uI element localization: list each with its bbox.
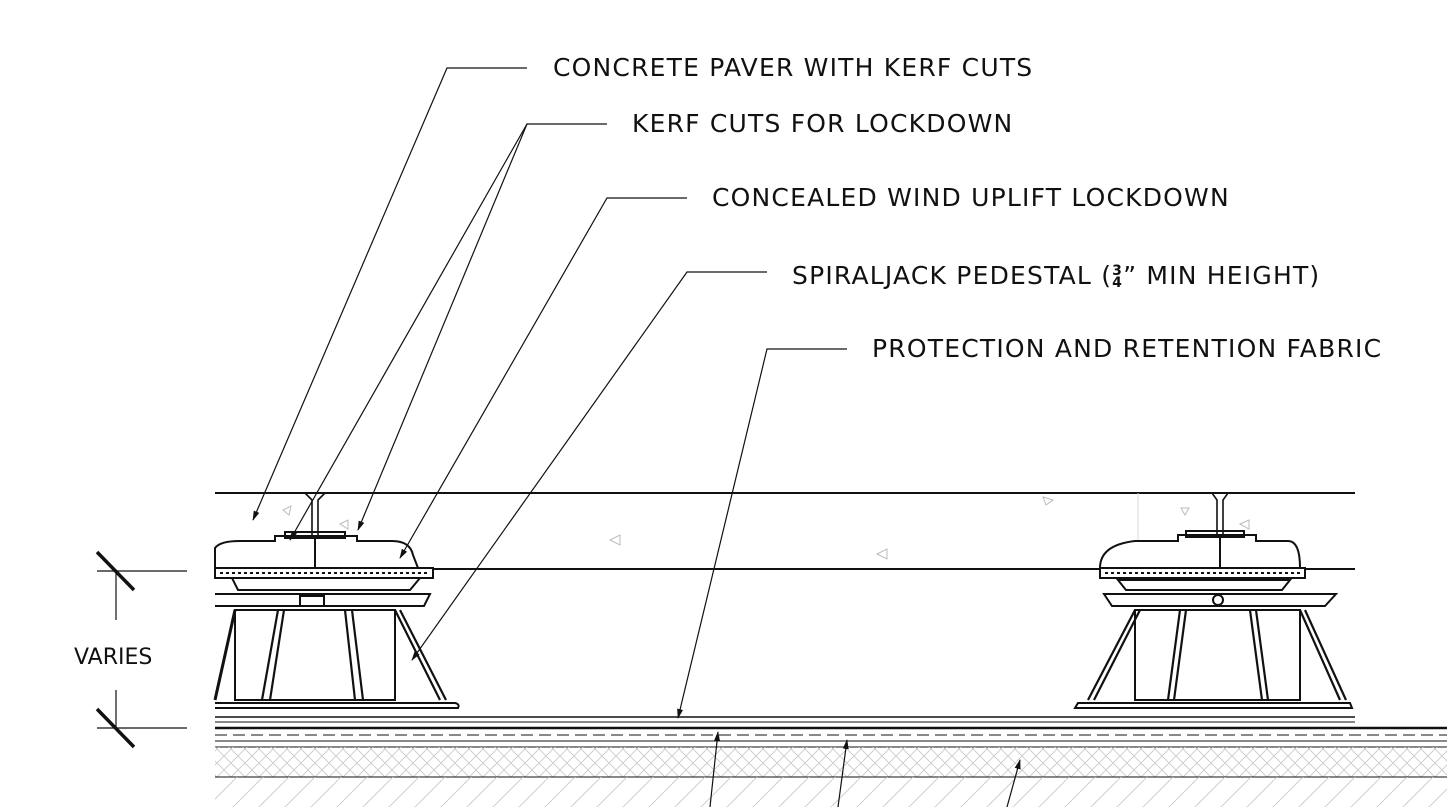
pedestal-text-prefix: SPIRALJACK PEDESTAL ( <box>792 261 1113 290</box>
fraction-numerator: 3 <box>1112 263 1124 279</box>
callout-kerf-cuts: KERF CUTS FOR LOCKDOWN <box>632 109 1014 138</box>
callout-concrete-paver: CONCRETE PAVER WITH KERF CUTS <box>553 53 1034 82</box>
fraction-denominator: 4 <box>1112 275 1124 291</box>
pedestal-right <box>1073 530 1354 709</box>
pedestal-left <box>213 531 460 709</box>
dimension-label-varies: VARIES <box>74 645 153 670</box>
leader-lines <box>252 67 1021 808</box>
callout-wind-uplift-lockdown: CONCEALED WIND UPLIFT LOCKDOWN <box>712 183 1230 212</box>
roof-assembly-layers <box>215 716 1447 807</box>
callout-protection-fabric: PROTECTION AND RETENTION FABRIC <box>872 334 1383 363</box>
dimension-varies <box>95 550 187 749</box>
pedestal-text-suffix: ” MIN HEIGHT) <box>1123 261 1321 290</box>
